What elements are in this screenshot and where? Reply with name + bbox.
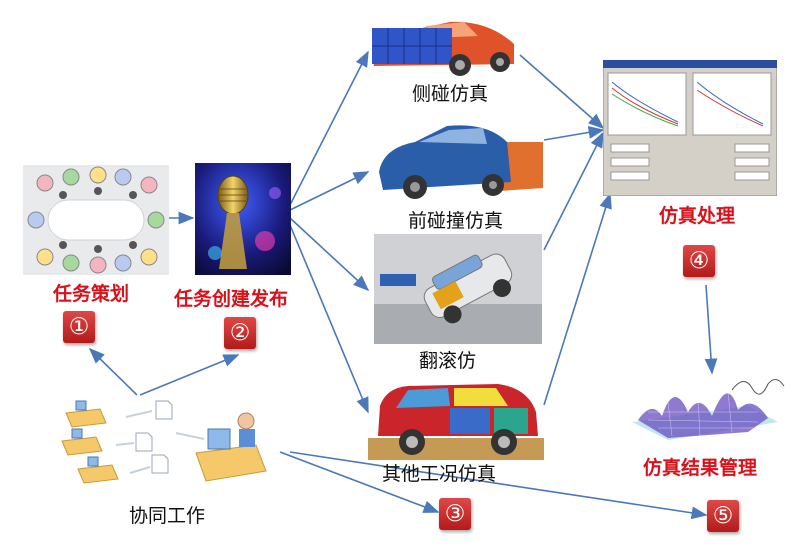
arrow-release-to-rollover bbox=[289, 217, 370, 292]
arrow-side-to-processing bbox=[519, 54, 605, 130]
arrow-collab-to-planning bbox=[88, 347, 138, 396]
collaboration-picture bbox=[61, 400, 267, 484]
release-label: 任务创建发布 bbox=[174, 288, 289, 310]
arrow-other-to-processing bbox=[543, 192, 612, 406]
simulation-processing-window-picture bbox=[603, 60, 777, 196]
rollover-car-picture bbox=[374, 234, 542, 344]
step-badge-5: ⑤ bbox=[707, 500, 739, 532]
arrow-processing-to-results bbox=[704, 284, 718, 375]
side-crash-label: 侧碰仿真 bbox=[412, 83, 489, 105]
results-label: 仿真结果管理 bbox=[643, 457, 758, 479]
arrow-release-to-side bbox=[289, 50, 369, 206]
collaboration-label: 协同工作 bbox=[129, 505, 206, 527]
planning-meeting-picture bbox=[23, 165, 169, 275]
results-surface-plot-picture bbox=[632, 379, 785, 440]
step-badge-4: ④ bbox=[683, 245, 715, 277]
step-badge-2: ② bbox=[224, 317, 256, 349]
arrow-collab-to-simulation bbox=[279, 451, 440, 513]
arrow-release-to-front bbox=[289, 171, 370, 211]
arrow-rollover-to-processing bbox=[543, 131, 604, 251]
planning-label: 任务策划 bbox=[53, 283, 130, 305]
processing-label: 仿真处理 bbox=[659, 205, 736, 227]
front-crash-car-picture bbox=[379, 125, 543, 199]
arrow-collab-to-results bbox=[289, 451, 708, 520]
front-crash-label: 前碰撞仿真 bbox=[408, 210, 504, 232]
step-badge-1: ① bbox=[63, 311, 95, 343]
side-crash-car-picture bbox=[372, 21, 514, 76]
arrow-front-to-processing bbox=[543, 126, 605, 141]
other-conditions-label: 其他工况仿真 bbox=[382, 463, 497, 485]
other-conditions-car-picture bbox=[368, 384, 544, 460]
rollover-label: 翻滚仿 bbox=[419, 350, 477, 372]
arrow-collab-to-release bbox=[139, 354, 240, 396]
step-badge-3: ③ bbox=[439, 498, 471, 530]
microphone-picture bbox=[195, 163, 291, 275]
arrow-release-to-other bbox=[289, 224, 369, 414]
